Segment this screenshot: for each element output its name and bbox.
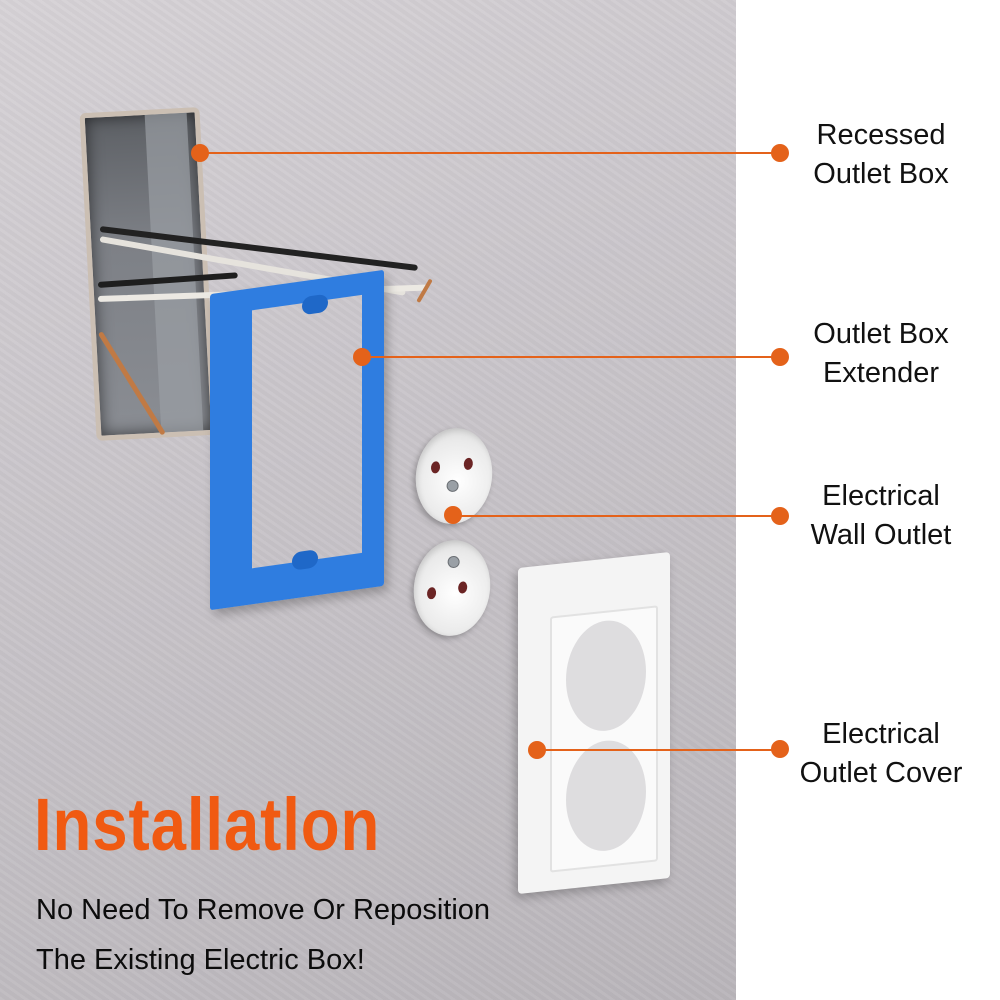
subtitle-line-2: The Existing Electric Box! <box>36 944 365 976</box>
label-line: Outlet Cover <box>799 757 963 789</box>
socket-pin-hole <box>426 586 437 600</box>
label-line: Wall Outlet <box>810 519 952 551</box>
installation-heading: Installatlon <box>34 783 381 866</box>
label-line: Extender <box>822 357 940 389</box>
label-outlet-box-extender: Outlet Box Extender <box>776 315 986 393</box>
socket-ground-screw <box>445 479 460 493</box>
label-electrical-outlet-cover: Electrical Outlet Cover <box>776 715 986 793</box>
callout-dot-icon <box>353 348 371 366</box>
callout-dot-icon <box>771 144 789 162</box>
callout-dot-icon <box>528 741 546 759</box>
extender-screw-boss-bottom <box>292 549 318 571</box>
callout-line-wall-outlet <box>453 515 780 517</box>
label-line: Outlet Box <box>813 318 949 350</box>
extender-screw-boss-top <box>302 293 328 316</box>
socket-ground-screw <box>446 555 461 569</box>
callout-line-recessed-box <box>200 152 780 154</box>
callout-dot-icon <box>771 740 789 758</box>
cover-socket-opening-bottom <box>566 736 646 855</box>
label-line: Electrical <box>822 480 940 512</box>
callout-dot-icon <box>771 507 789 525</box>
callout-dot-icon <box>191 144 209 162</box>
callout-dot-icon <box>444 506 462 524</box>
subtitle-line-1: No Need To Remove Or Reposition <box>36 894 491 926</box>
socket-pin-hole <box>457 580 468 595</box>
outlet-box-extender <box>210 269 384 611</box>
callout-dot-icon <box>771 348 789 366</box>
cover-socket-opening-top <box>566 616 646 735</box>
label-line: Outlet Box <box>813 158 949 190</box>
callout-line-outlet-cover <box>537 749 780 751</box>
label-electrical-wall-outlet: Electrical Wall Outlet <box>776 477 986 555</box>
label-recessed-outlet-box: Recessed Outlet Box <box>776 116 986 194</box>
callout-line-extender <box>362 356 780 358</box>
socket-pin-hole <box>430 460 441 474</box>
label-line: Recessed <box>816 119 946 151</box>
cover-inner-frame <box>550 605 658 873</box>
label-panel <box>736 0 1000 1000</box>
socket-pin-hole <box>463 457 474 471</box>
label-line: Electrical <box>822 718 940 750</box>
electrical-outlet-cover <box>518 552 670 894</box>
